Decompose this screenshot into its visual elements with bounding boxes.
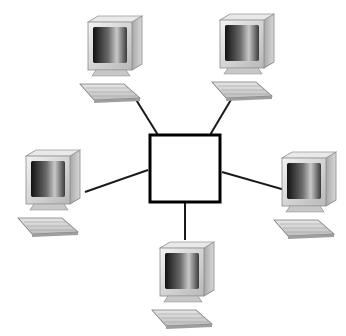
desktop-computer-icon [17,149,81,238]
desktop-computer-icon [79,15,143,104]
link-right [221,171,286,191]
connection-lines [84,97,286,240]
link-top-right [209,97,233,136]
hub-box [148,133,222,204]
desktop-computer-icon [211,13,275,102]
link-left [84,169,149,193]
link-top-left [134,97,159,136]
desktop-computer-icon [273,151,337,240]
desktop-computer-icon [151,241,215,330]
